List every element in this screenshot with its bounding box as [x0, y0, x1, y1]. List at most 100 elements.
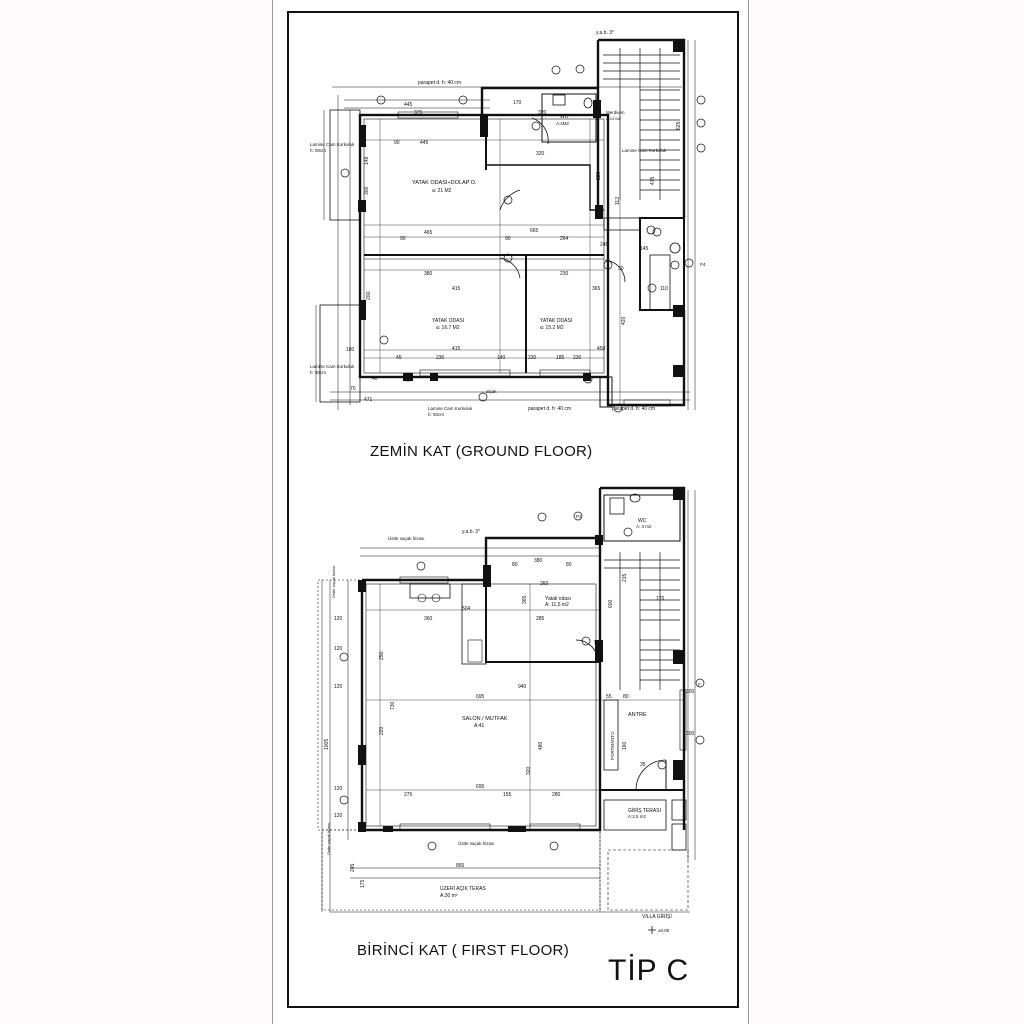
- ff-dim: 275: [404, 792, 413, 798]
- ff-dim: 80: [512, 562, 518, 568]
- ff-yab-label: y.a.b. 3°: [462, 529, 480, 535]
- ff-dim: 155: [503, 792, 512, 798]
- gf-dim: 245: [600, 242, 609, 248]
- ff-dim: 90: [594, 640, 600, 646]
- ff-dim: 120: [334, 786, 343, 792]
- ff-eave-3: Üstte saçak hizası: [326, 823, 331, 855]
- ff-dim: 365: [522, 595, 528, 604]
- gf-railing-2-height: h: 90cm: [310, 370, 326, 375]
- gf-dim: 90: [505, 236, 511, 242]
- gf-railing-1-label: Lamine Cam Korkuluk: [310, 142, 355, 147]
- ff-dim: 300: [686, 731, 695, 737]
- drawing-sheet: [272, 0, 749, 1024]
- gf-dim: 90: [400, 236, 406, 242]
- gf-yab-label: y.a.b. 3°: [596, 30, 614, 36]
- ff-dim: 120: [334, 684, 343, 690]
- gf-dim: 625: [676, 121, 682, 130]
- gf-dim: 320: [536, 151, 545, 157]
- gf-dim: 185: [556, 355, 565, 361]
- ff-dim: 600: [608, 599, 614, 608]
- drawing-frame: [287, 11, 739, 1008]
- ff-porch-name: GİRİŞ TERASI: [628, 807, 661, 814]
- ff-dim: 504: [462, 606, 471, 612]
- ground-floor-title: ZEMİN KAT (GROUND FLOOR): [370, 443, 593, 460]
- gf-dim: 420: [621, 316, 627, 325]
- ff-dim: 215: [622, 573, 628, 582]
- ff-salon-name: SALON / MUTFAK: [462, 716, 508, 722]
- gf-dim: 30: [618, 266, 624, 272]
- ff-open-terrace-name: ÜZERİ AÇIK TERAS: [440, 885, 486, 892]
- gf-dim: 140: [497, 355, 506, 361]
- ff-eave-4: Üstte saçak hizası: [458, 840, 495, 846]
- gf-dim: 230: [560, 271, 569, 277]
- gf-dim: 113: [615, 197, 621, 205]
- gf-dim: 170: [513, 100, 522, 106]
- gf-dim: 148: [364, 156, 370, 165]
- gf-bedroom-main-area: a: 21 M2: [432, 188, 452, 194]
- ff-dim: 730: [390, 701, 396, 710]
- ff-dim: 80: [623, 694, 629, 700]
- gf-wc-name: WC: [560, 114, 569, 120]
- gf-railing-1-height: h: 90cm: [310, 148, 326, 153]
- gf-dim: 145: [640, 246, 649, 252]
- ff-bedroom-area: A: 11,5 m2: [545, 602, 569, 608]
- ff-wardrobe: PORTMANTO: [610, 731, 615, 760]
- ff-dim: 320: [526, 766, 532, 775]
- gf-dim: 365: [592, 286, 601, 292]
- gf-dim: 445: [420, 140, 429, 146]
- gf-dim: 230: [436, 355, 445, 361]
- gf-window-note: alçak: [486, 389, 497, 394]
- gf-bedroom-2-area: a: 16.7 M2: [436, 325, 460, 331]
- ff-dim: 120: [334, 616, 343, 622]
- ff-f-tag: F: [698, 682, 701, 687]
- gf-stair-name: Merdiven: [606, 110, 625, 115]
- gf-railing-4-label: Lamine Cam Korkuluk: [428, 406, 473, 411]
- gf-dim: 40: [372, 376, 378, 382]
- gf-parapet-bottom-1-label: parapet d. h: 40 cm: [528, 406, 571, 412]
- ff-porch-area: A:2,5 m2: [628, 814, 647, 819]
- ff-dim: 865: [456, 863, 465, 869]
- gf-dim: 70: [350, 386, 356, 392]
- gf-bedroom-3-area: a: 15.2 M2: [540, 325, 564, 331]
- gf-dim: 45: [396, 355, 402, 361]
- ff-p1-tag: P1: [576, 514, 582, 519]
- gf-dim: 475: [650, 176, 656, 185]
- first-floor-plan: [317, 486, 705, 934]
- gf-railing-2-label: Lamine Cam Korkuluk: [310, 364, 355, 369]
- ff-dim: 380: [534, 558, 543, 564]
- gf-dim: 264: [560, 236, 569, 242]
- ff-dim: 35: [640, 762, 646, 768]
- ff-dim: 280: [552, 792, 561, 798]
- gf-wc-area: A:4M2: [556, 121, 570, 126]
- gf-dim: 320: [538, 110, 547, 116]
- gf-dim: 230: [528, 355, 537, 361]
- gf-dim: 415: [452, 346, 461, 352]
- first-floor-title: BİRİNCİ KAT ( FIRST FLOOR): [357, 942, 569, 959]
- gf-dim: 415: [452, 286, 461, 292]
- gf-dim: 445: [404, 102, 413, 108]
- ff-dim: 170: [656, 596, 665, 602]
- gf-bedroom-2-name: YATAK ODASI: [432, 318, 464, 324]
- gf-dim: 471: [364, 397, 373, 403]
- ff-open-terrace-area: A:30 m²: [440, 893, 458, 899]
- ff-dim: 285: [536, 616, 545, 622]
- gf-railing-4-height: h: 90cm: [428, 412, 444, 417]
- gf-dim: 110: [660, 286, 668, 292]
- ff-level: ±0.00: [658, 928, 670, 933]
- gf-dim: 380: [424, 271, 433, 277]
- ff-dim: 245: [350, 863, 356, 872]
- gf-stair-area: A:14 M2: [606, 116, 622, 121]
- ff-dim: 695: [476, 784, 485, 790]
- ff-bedroom-name: Yatak odası: [545, 596, 571, 602]
- ff-eave-1: Üstte saçak hizası: [388, 535, 425, 541]
- gf-parapet-bottom-2-label: parapet d. h: 40 cm: [612, 406, 655, 412]
- gf-bedroom-main-name: YATAK ODASI+DOLAP O.: [412, 180, 477, 186]
- ff-dim: 940: [518, 684, 527, 690]
- ff-eave-2: Üstte saçak hizası: [331, 566, 336, 598]
- ff-wc-name: WC: [638, 518, 647, 524]
- gf-dim: 300: [364, 186, 370, 195]
- ff-dim: 55: [606, 694, 612, 700]
- ff-dim: 695: [476, 694, 485, 700]
- gf-dim: 665: [530, 228, 539, 234]
- gf-p4-tag: P4: [700, 262, 706, 267]
